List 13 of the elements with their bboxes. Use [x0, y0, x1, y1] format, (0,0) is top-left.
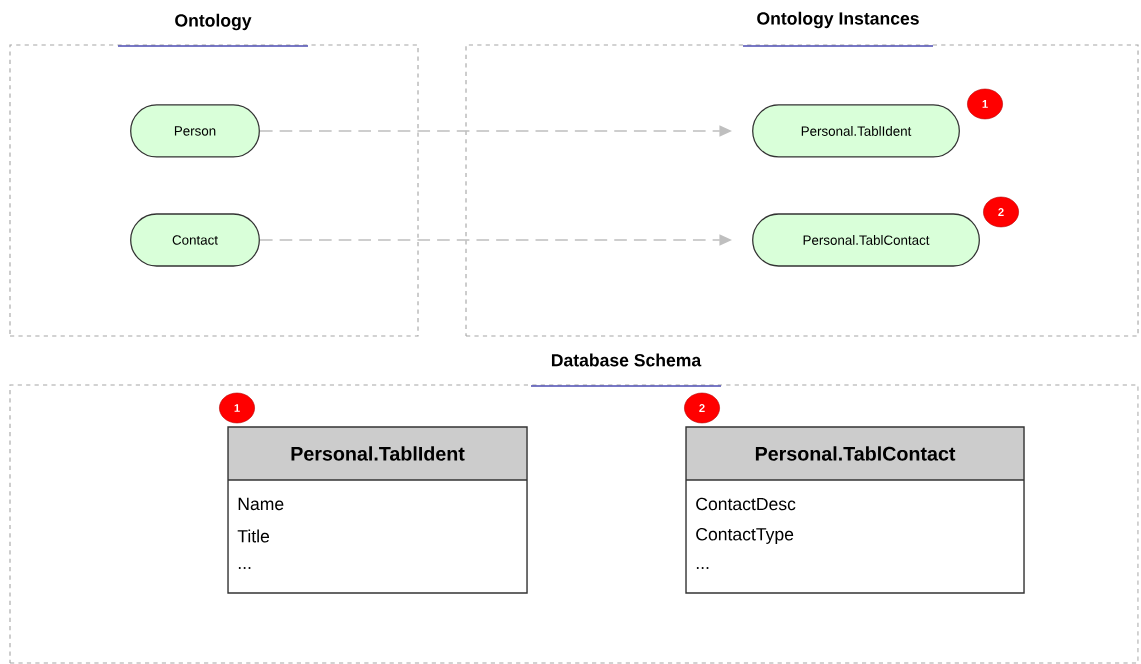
number-badge: 2 [983, 196, 1019, 228]
class-pill: Person [130, 104, 260, 158]
group-heading: Ontology [173, 12, 253, 32]
class-pill: Personal.TablContact [752, 213, 980, 267]
number-badge: 1 [219, 392, 255, 424]
group-heading: Ontology Instances [755, 10, 921, 30]
class-pill: Personal.TablIdent [752, 104, 960, 158]
table-box: Personal.TablContact ContactDesc ContactType ... [685, 426, 1025, 594]
number-badge: 1 [967, 88, 1003, 120]
table-box: Personal.TablIdent Name Title ... [227, 426, 528, 594]
number-badge: 2 [684, 392, 720, 424]
group-heading: Database Schema [549, 352, 703, 368]
class-pill: Contact [130, 213, 260, 267]
